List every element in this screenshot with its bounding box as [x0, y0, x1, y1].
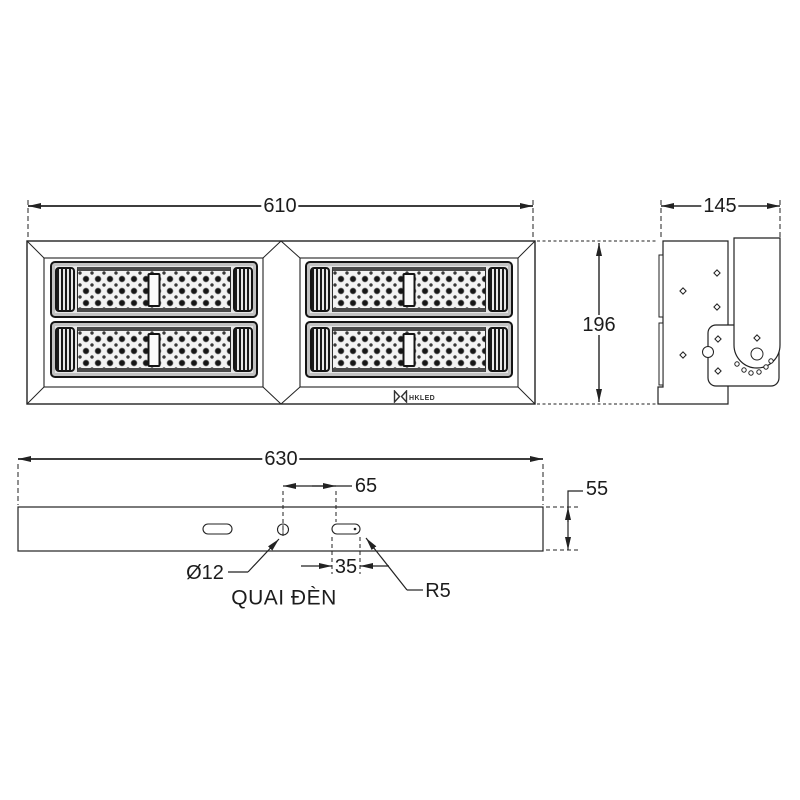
module-endcap-icon	[55, 327, 75, 372]
brand-logo-text: HKLED	[409, 395, 436, 402]
side-view	[657, 237, 781, 405]
side-face-strip-bottom	[658, 322, 664, 386]
led-module-top-left	[50, 261, 258, 318]
led-module-bottom-left	[50, 321, 258, 378]
bottom-view	[17, 506, 544, 552]
bracket-plate-notch	[702, 346, 714, 358]
led-module-top-right	[305, 261, 513, 318]
leader-dia12	[228, 538, 280, 573]
frame-miter-lines	[26, 240, 536, 405]
handle-annotation: QUAI ĐÈN	[231, 586, 337, 610]
led-module-bottom-right	[305, 321, 513, 378]
module-endcap-icon	[310, 327, 330, 372]
brand-logo: HKLED	[393, 390, 435, 403]
module-center-slot	[147, 272, 161, 307]
dim-55-graphics	[546, 490, 583, 551]
module-endcap-icon	[55, 267, 75, 312]
dim-slot-length: 35	[332, 556, 360, 578]
dim-bottom-length: 630	[262, 448, 300, 470]
dim-end-plate-height: 55	[583, 478, 611, 500]
leader-r5	[365, 537, 423, 591]
side-face-strip-top	[658, 254, 664, 318]
mount-slot-right	[331, 523, 361, 535]
front-view	[26, 240, 536, 405]
front-left-window	[43, 257, 264, 388]
dim-slot-radius: R5	[423, 580, 453, 602]
dim-handle-hole-offset: 65	[352, 475, 380, 497]
dim-side-depth: 145	[701, 195, 739, 217]
dim-35-graphics	[301, 537, 389, 574]
dim-hole-diameter: Ø12	[184, 562, 226, 584]
side-holes	[679, 269, 774, 376]
dim-front-width: 610	[261, 195, 299, 217]
module-endcap-icon	[488, 327, 508, 372]
module-center-slot	[147, 332, 161, 367]
module-center-slot	[402, 272, 416, 307]
front-right-window	[299, 257, 519, 388]
mount-slot-left	[202, 523, 233, 535]
pivot-hole	[750, 347, 764, 361]
module-endcap-icon	[233, 267, 253, 312]
bracket-arm	[733, 237, 781, 369]
module-endcap-icon	[233, 327, 253, 372]
hk-monogram-icon	[393, 390, 408, 403]
module-endcap-icon	[310, 267, 330, 312]
module-center-slot	[402, 332, 416, 367]
module-endcap-icon	[488, 267, 508, 312]
dim-front-height: 196	[580, 314, 618, 336]
dim-65-graphics	[282, 483, 352, 536]
